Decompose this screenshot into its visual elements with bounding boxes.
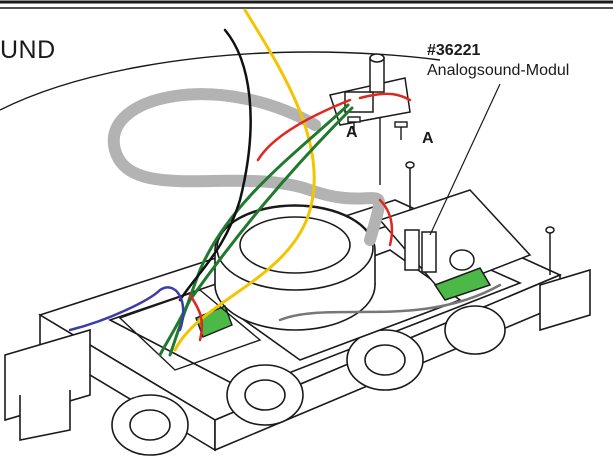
mounting-posts <box>405 161 555 275</box>
sound-module-board <box>378 189 532 301</box>
green-wire-b <box>158 106 354 357</box>
callout-a-right: A <box>422 130 434 147</box>
wiring <box>68 8 502 357</box>
black-wire <box>178 28 252 302</box>
wheel-set <box>111 305 506 456</box>
blue-wire <box>68 286 185 332</box>
red-wire-lower <box>188 198 394 342</box>
module-name: Analogsound-Modul <box>427 62 570 79</box>
diagram-heading: UND <box>0 36 56 64</box>
callout-leader <box>429 83 501 236</box>
callout-a-left: A <box>346 124 358 141</box>
red-wire <box>256 92 412 162</box>
module-part-number: #36221 <box>427 42 481 59</box>
yellow-wire <box>173 8 316 352</box>
gray-cable <box>107 88 386 246</box>
mounting-screws <box>347 116 408 185</box>
frame-border <box>0 0 613 111</box>
gray-wire-lower <box>278 283 502 322</box>
speaker <box>214 204 462 361</box>
analogsound-module-part <box>329 53 411 126</box>
green-wire-a <box>168 103 350 357</box>
